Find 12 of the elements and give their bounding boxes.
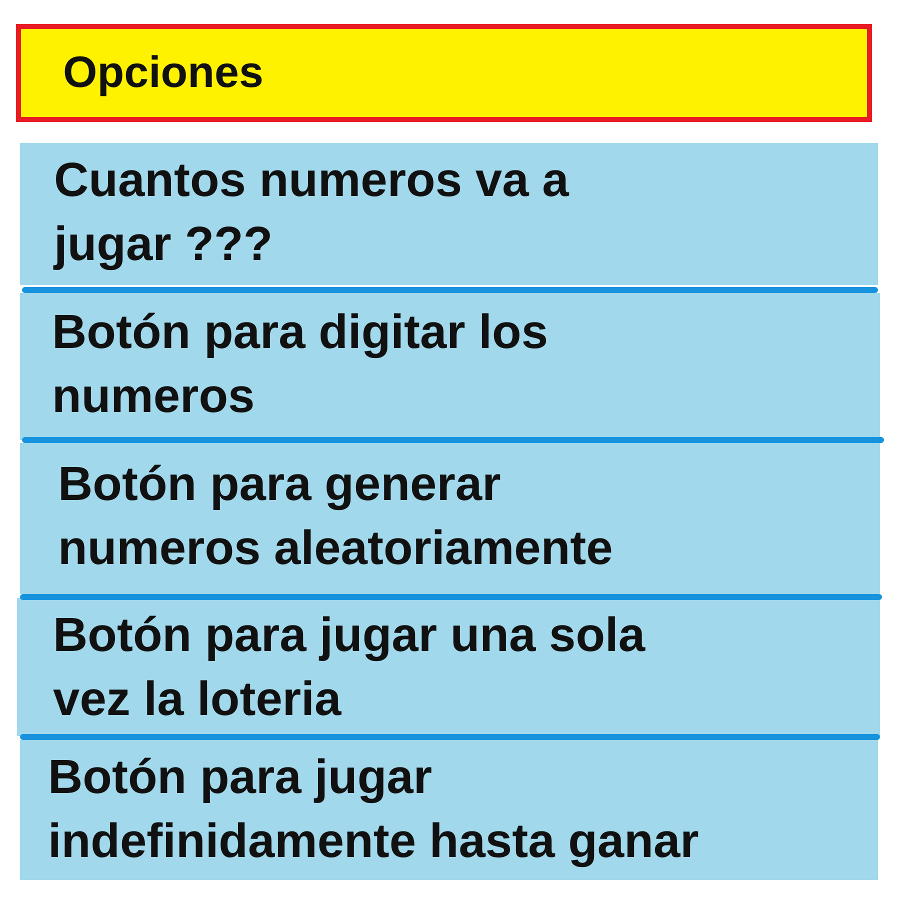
option-label: Botón para generar numeros aleatoriamente [58, 457, 614, 577]
option-label: Botón para jugar indefinidamente hasta ganar [48, 750, 700, 870]
option-panel [20, 443, 880, 594]
option-panel [20, 143, 878, 285]
option-label: Botón para digitar los numeros [52, 305, 550, 425]
header-bar [16, 24, 872, 122]
option-panel [20, 740, 878, 880]
option-label: Cuantos numeros va a jugar ??? [54, 153, 570, 273]
option-panel [20, 293, 880, 440]
option-panel [17, 598, 880, 736]
header-title: Opciones [63, 47, 264, 99]
option-label: Botón para jugar una sola vez la loteria [53, 608, 646, 728]
